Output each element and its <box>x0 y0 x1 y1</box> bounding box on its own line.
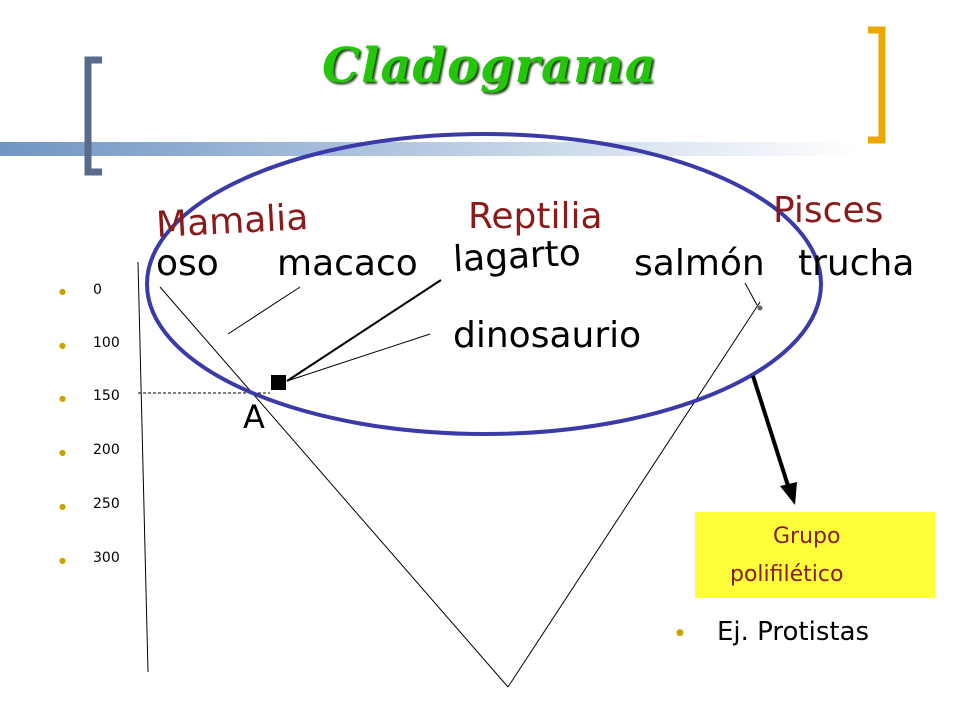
callout-line-1: Grupo <box>773 524 841 549</box>
callout-line-2: polifilético <box>730 562 844 587</box>
species-macaco: macaco <box>277 243 418 284</box>
left-bracket <box>84 56 102 176</box>
bullet-icon: ● <box>59 287 66 296</box>
species-oso: oso <box>156 243 219 284</box>
branch-macaco <box>227 286 301 335</box>
header-bar <box>0 142 860 156</box>
branch-lagarto <box>286 279 442 382</box>
arrow-head-icon <box>780 482 797 505</box>
right-bracket <box>868 26 886 144</box>
time-axis <box>137 261 149 673</box>
bullet-icon: ● <box>59 502 66 511</box>
scale-label-250: 250 <box>93 496 120 512</box>
slide-title: Cladograma <box>322 38 657 94</box>
node-a-marker <box>271 375 286 390</box>
branch-dinosaurio <box>286 333 431 382</box>
scale-label-100: 100 <box>93 335 120 351</box>
bullet-icon: ● <box>676 628 684 638</box>
branch-oso <box>159 286 509 688</box>
species-dinosaurio: dinosaurio <box>453 315 642 356</box>
bullet-icon: ● <box>59 341 66 350</box>
scale-label-0: 0 <box>93 282 102 298</box>
group-label-pisces: Pisces <box>773 190 884 231</box>
group-label-reptilia: Reptilia <box>468 196 603 237</box>
species-lagarto: lagarto <box>452 232 582 281</box>
trucha-node-dot <box>757 305 763 311</box>
group-label-mamalia: Mamalia <box>155 197 310 246</box>
scale-label-300: 300 <box>93 550 120 566</box>
node-a-label: A <box>243 398 265 436</box>
bullet-icon: ● <box>59 448 66 457</box>
callout-arrow <box>751 375 792 493</box>
branch-pisces <box>507 301 761 688</box>
bullet-icon: ● <box>59 394 66 403</box>
grouping-ellipse <box>145 132 823 436</box>
polyphyletic-callout: Grupo polifilético <box>695 512 935 598</box>
example-text: Ej. Protistas <box>717 617 870 647</box>
species-trucha: trucha <box>798 243 915 284</box>
species-salmon: salmón <box>634 243 765 284</box>
branch-salmon <box>744 282 758 306</box>
scale-label-200: 200 <box>93 442 120 458</box>
scale-label-150: 150 <box>93 388 120 404</box>
bullet-icon: ● <box>59 556 66 565</box>
